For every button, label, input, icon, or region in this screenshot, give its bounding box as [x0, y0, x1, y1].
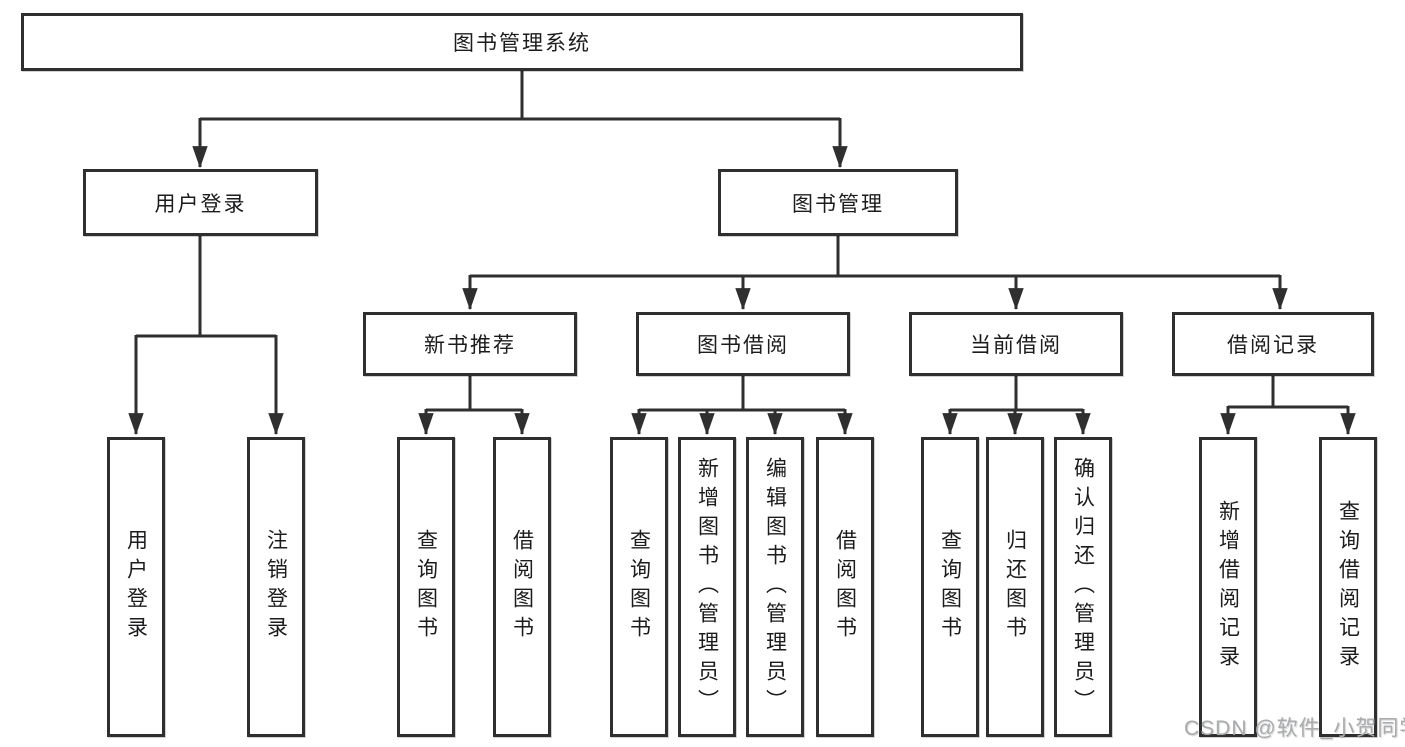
connector-newbook-to-leaves: [418, 375, 530, 436]
leaf-edit-book-admin-label: 编辑图书（管理员）: [763, 456, 787, 718]
node-current-borrow: 当前借阅: [909, 312, 1123, 376]
node-book-borrow: 图书借阅: [636, 312, 850, 376]
node-user-login-label: 用户登录: [154, 192, 247, 216]
connector-current-to-leaves: [942, 375, 1091, 436]
leaf-edit-book-admin: 编辑图书（管理员）: [746, 437, 804, 737]
leaf-query-book-borrow: 查询图书: [610, 437, 668, 737]
leaf-confirm-return-admin-label: 确认归还（管理员）: [1071, 456, 1095, 718]
leaf-query-book-recommend: 查询图书: [397, 437, 455, 737]
leaf-query-borrow-record: 查询借阅记录: [1319, 437, 1377, 737]
leaf-return-book-label: 归还图书: [1003, 529, 1027, 645]
leaf-add-borrow-record: 新增借阅记录: [1199, 437, 1257, 737]
leaf-query-book-current-label: 查询图书: [938, 529, 962, 645]
leaf-borrow-book-label: 借阅图书: [833, 529, 857, 645]
connector-borrow-to-leaves: [631, 375, 853, 436]
leaf-borrow-book-recommend-label: 借阅图书: [510, 529, 534, 645]
leaf-add-book-admin: 新增图书（管理员）: [678, 437, 736, 737]
leaf-borrow-book-recommend: 借阅图书: [493, 437, 551, 737]
connector-userlogin-to-leaves: [128, 235, 284, 436]
leaf-return-book: 归还图书: [986, 437, 1044, 737]
node-book-borrow-label: 图书借阅: [697, 334, 789, 357]
node-root: 图书管理系统: [21, 13, 1023, 71]
node-book-management: 图书管理: [718, 169, 958, 236]
node-current-borrow-label: 当前借阅: [970, 334, 1062, 357]
node-borrow-records: 借阅记录: [1172, 312, 1374, 376]
leaf-query-book-recommend-label: 查询图书: [414, 529, 438, 645]
node-user-login: 用户登录: [83, 169, 318, 236]
leaf-logout: 注销登录: [247, 437, 305, 737]
leaf-add-book-admin-label: 新增图书（管理员）: [695, 456, 719, 718]
node-book-management-label: 图书管理: [792, 192, 884, 216]
connector-records-to-leaves: [1220, 375, 1356, 436]
leaf-logout-label: 注销登录: [264, 529, 288, 645]
leaf-query-book-current: 查询图书: [921, 437, 979, 737]
node-borrow-records-label: 借阅记录: [1227, 334, 1319, 357]
leaf-query-book-borrow-label: 查询图书: [627, 529, 651, 645]
connector-root-to-level2: [192, 70, 848, 169]
watermark-text: CSDN @软件_小贺同学: [1184, 717, 1405, 740]
leaf-user-login-label: 用户登录: [124, 529, 148, 645]
leaf-confirm-return-admin: 确认归还（管理员）: [1054, 437, 1112, 737]
leaf-user-login: 用户登录: [107, 437, 165, 737]
leaf-borrow-book: 借阅图书: [816, 437, 874, 737]
node-new-book-recommend: 新书推荐: [363, 312, 577, 376]
node-root-label: 图书管理系统: [453, 32, 591, 55]
node-new-book-recommend-label: 新书推荐: [424, 334, 516, 357]
connector-bookmgmt-to-level3: [462, 235, 1288, 311]
leaf-query-borrow-record-label: 查询借阅记录: [1336, 500, 1360, 674]
leaf-add-borrow-record-label: 新增借阅记录: [1216, 500, 1240, 674]
